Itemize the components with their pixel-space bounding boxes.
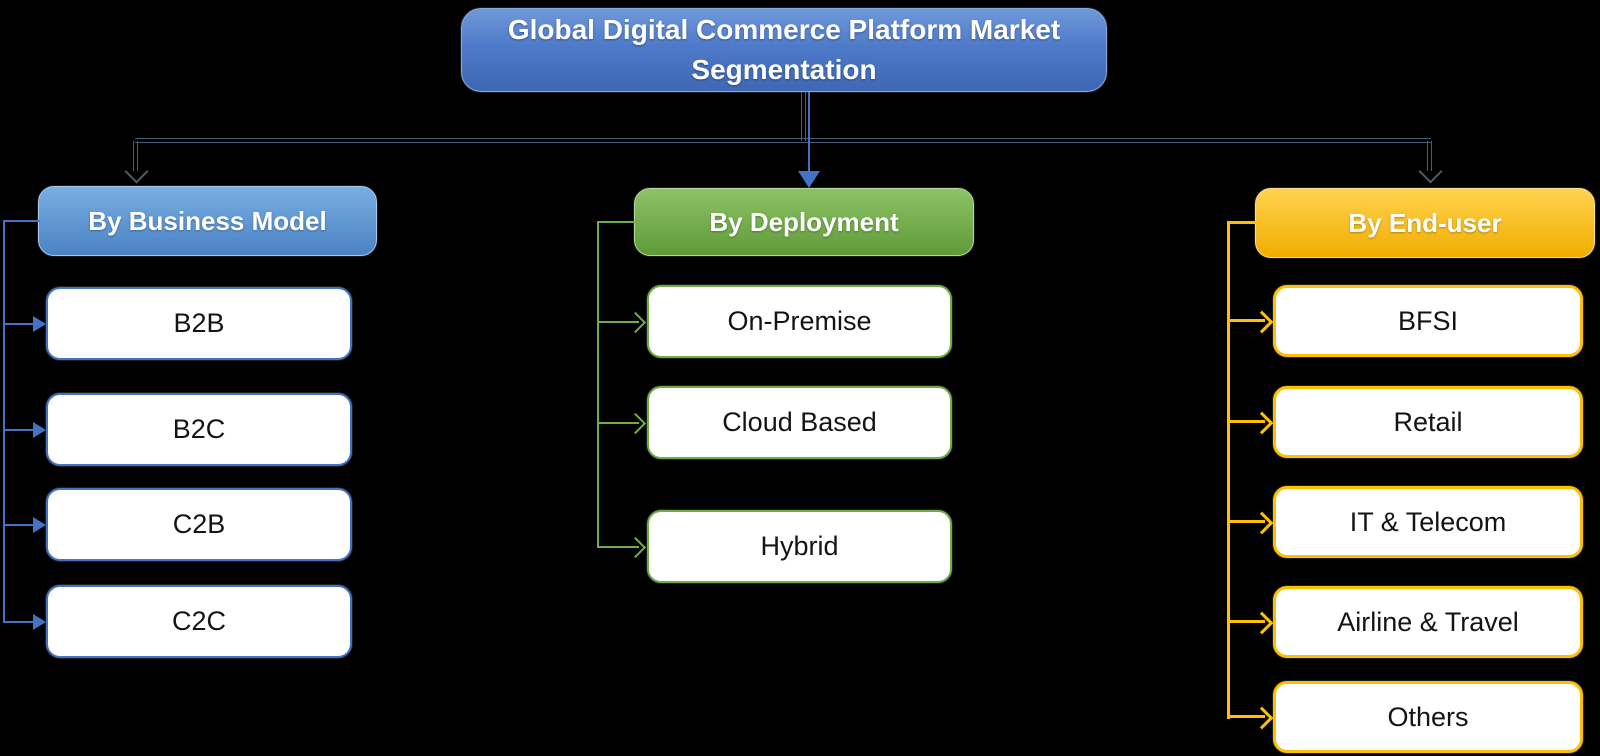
item-label: Hybrid (760, 531, 839, 561)
header-box-business-model: By Business Model (38, 186, 377, 256)
item-label: On-Premise (727, 306, 872, 336)
connector-branch-end-user-4 (1227, 715, 1265, 718)
item-label: IT & Telecom (1349, 506, 1507, 537)
item-label: C2C (171, 606, 226, 636)
connector-elbow-end-user (1227, 221, 1257, 224)
trunk-horizontal-line (135, 138, 1431, 143)
connector-branch-business-model-3 (3, 621, 38, 623)
connector-spine-deployment (597, 222, 599, 548)
item-box-end-user-2: IT & Telecom (1273, 486, 1583, 558)
trunk-drop-left-line (133, 141, 138, 171)
arrow-right-icon (624, 412, 647, 435)
arrow-right-icon (33, 614, 46, 630)
item-box-end-user-1: Retail (1273, 386, 1583, 458)
header-box-end-user: By End-user (1255, 188, 1595, 258)
item-box-business-model-3: C2C (46, 585, 352, 658)
item-label: B2C (172, 414, 226, 444)
connector-branch-deployment-2 (597, 546, 639, 548)
arrow-right-icon (33, 422, 46, 438)
connector-branch-end-user-1 (1227, 420, 1265, 423)
arrow-right-icon (624, 311, 647, 334)
item-box-end-user-3: Airline & Travel (1273, 586, 1583, 658)
item-label: C2B (172, 509, 226, 539)
arrow-right-icon (1250, 411, 1274, 435)
connector-branch-end-user-0 (1227, 319, 1265, 322)
item-box-business-model-0: B2B (46, 287, 352, 360)
arrow-right-icon (33, 517, 46, 533)
arrow-right-icon (1250, 310, 1274, 334)
item-box-deployment-1: Cloud Based (647, 386, 952, 459)
item-label: Airline & Travel (1337, 606, 1519, 637)
header-label-end-user: By End-user (1348, 207, 1502, 238)
connector-spine-end-user (1227, 223, 1230, 719)
connector-branch-business-model-2 (3, 524, 38, 526)
connector-branch-deployment-1 (597, 422, 639, 424)
item-box-business-model-1: B2C (46, 393, 352, 466)
connector-elbow-business-model (3, 220, 40, 222)
item-label: BFSI (1397, 305, 1458, 336)
connector-branch-end-user-3 (1227, 620, 1265, 623)
arrow-right-icon (1250, 511, 1274, 535)
title-box: Global Digital Commerce Platform Market … (461, 8, 1107, 92)
connector-branch-end-user-2 (1227, 520, 1265, 523)
arrow-right-icon (33, 316, 46, 332)
connector-elbow-deployment (597, 221, 636, 223)
arrow-down-center-icon (798, 171, 820, 188)
item-label: Retail (1393, 406, 1463, 437)
header-label-deployment: By Deployment (709, 206, 899, 237)
item-box-end-user-0: BFSI (1273, 285, 1583, 357)
item-label: Others (1387, 701, 1469, 732)
arrow-right-icon (624, 536, 647, 559)
connector-branch-deployment-0 (597, 321, 639, 323)
item-box-deployment-2: Hybrid (647, 510, 952, 583)
arrow-down-left-icon (124, 159, 149, 184)
trunk-drop-center-line (808, 92, 810, 172)
connector-branch-business-model-1 (3, 429, 38, 431)
arrow-down-right-icon (1418, 159, 1443, 184)
item-box-deployment-0: On-Premise (647, 285, 952, 358)
item-label: B2B (173, 308, 225, 338)
arrow-right-icon (1250, 611, 1274, 635)
header-box-deployment: By Deployment (634, 188, 974, 256)
connector-branch-business-model-0 (3, 323, 38, 325)
item-label: Cloud Based (722, 407, 877, 437)
item-box-business-model-2: C2B (46, 488, 352, 561)
arrow-right-icon (1250, 706, 1274, 730)
title-text: Global Digital Commerce Platform Market … (507, 14, 1061, 85)
trunk-drop-right-line (1427, 141, 1432, 171)
item-box-end-user-4: Others (1273, 681, 1583, 753)
connector-spine-business-model (3, 221, 5, 623)
header-label-business-model: By Business Model (88, 205, 327, 236)
trunk-stem-line (801, 92, 806, 141)
